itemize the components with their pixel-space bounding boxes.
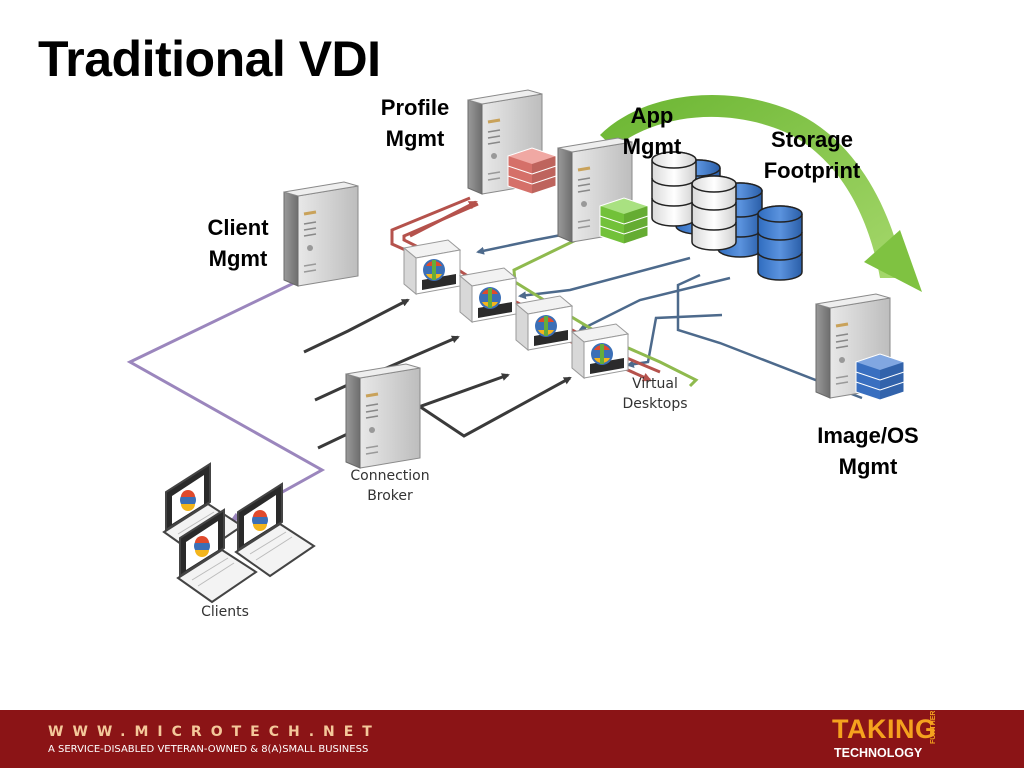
logo-further: FURTHER: [930, 710, 937, 744]
footer-url[interactable]: WWW.MICROTECH.NET: [48, 724, 381, 740]
app-cube-icon: [599, 197, 649, 245]
virtual-desktop-icon: [459, 267, 517, 323]
connection-broker-server-icon: [344, 362, 422, 470]
blue-database-icon: [757, 205, 803, 281]
profile-cube-icon: [507, 147, 557, 195]
logo-technology: TECHNOLOGY: [834, 746, 923, 760]
virtual-desktop-icon: [571, 323, 629, 379]
white-database-icon: [691, 175, 737, 251]
virtual-desktop-icon: [515, 295, 573, 351]
footer-tagline: A SERVICE-DISABLED VETERAN-OWNED & 8(A)S…: [48, 744, 369, 755]
white-database-icon: [651, 151, 697, 227]
clients-label: Clients: [201, 604, 249, 620]
client-laptop-icon: [235, 483, 315, 577]
virtual-desktop-icon: [403, 239, 461, 295]
app-mgmt-connections: [512, 236, 699, 388]
vdi-diagram: [126, 88, 922, 603]
footer-bar: WWW.MICROTECH.NET A SERVICE-DISABLED VET…: [0, 710, 1024, 768]
image-cube-icon: [855, 353, 905, 401]
client-mgmt-connection: [126, 280, 326, 522]
storage-arrow: [600, 95, 922, 292]
slide-title: Traditional VDI: [38, 31, 381, 87]
logo-taking: TAKING: [832, 714, 937, 744]
client-server-icon: [282, 180, 360, 288]
